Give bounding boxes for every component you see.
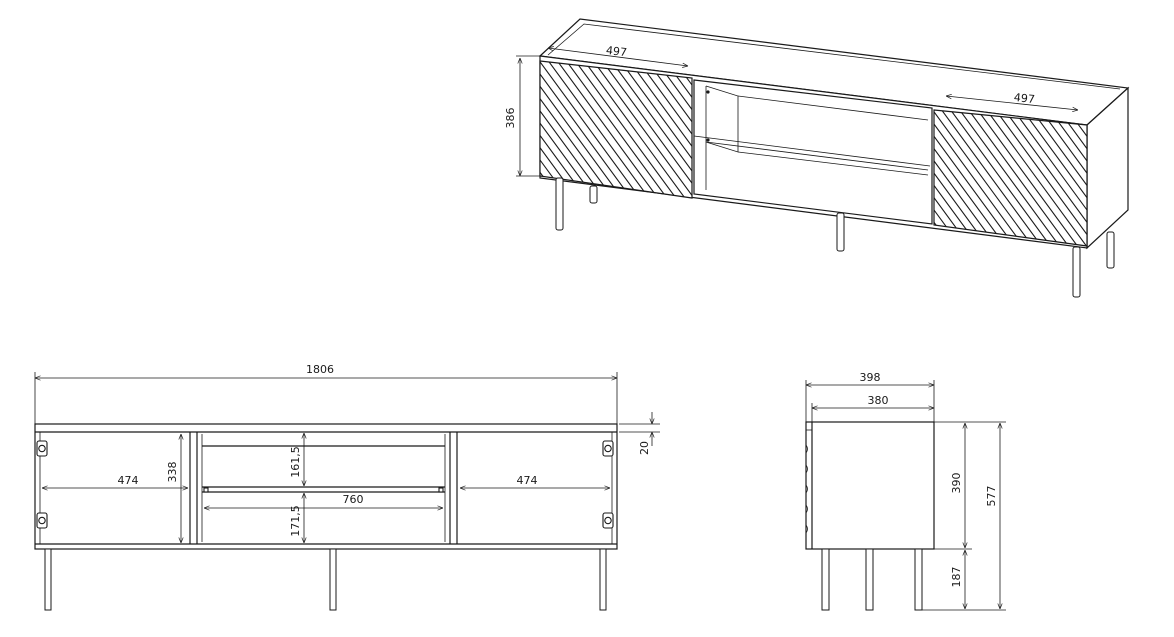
door-groove-line: [400, 55, 510, 205]
door-groove-line: [1018, 110, 1087, 246]
door-groove-line: [1036, 110, 1087, 246]
door-groove-line: [1000, 110, 1087, 246]
door-groove-line: [991, 110, 1087, 246]
door-groove-line: [1009, 110, 1087, 246]
door-groove-line: [934, 110, 995, 246]
door-groove-line: [669, 61, 692, 198]
front-overall-width-label: 1806: [306, 363, 334, 376]
door-groove-line: [540, 61, 619, 198]
side-depth-dimensions: [805, 380, 935, 422]
front-inner-height-label: 338: [166, 462, 179, 483]
side-overall-height-label: 577: [985, 486, 998, 507]
door-groove-line: [540, 61, 592, 198]
door-groove-line: [934, 110, 1013, 246]
side-legs: [821, 548, 923, 611]
door-groove-line: [540, 61, 601, 198]
door-groove-line: [973, 110, 1085, 246]
door-groove-line: [409, 55, 519, 205]
door-groove-line: [579, 61, 691, 198]
door-groove-line: [934, 110, 1004, 246]
door-groove-line: [946, 110, 1058, 246]
door-groove-line: [934, 110, 1022, 246]
hinge-icon: [602, 440, 614, 457]
door-groove-line: [633, 61, 692, 198]
iso-dimension-lines: [516, 48, 1078, 177]
door-groove-line: [418, 55, 528, 205]
front-hinges: [36, 440, 614, 529]
door-groove-line: [427, 55, 537, 205]
door-groove-line: [540, 61, 637, 198]
door-groove-line: [660, 61, 692, 198]
door-groove-line: [540, 61, 547, 198]
side-body-height-label: 390: [950, 473, 963, 494]
side-outer-depth-label: 398: [860, 371, 881, 384]
door-groove-line: [588, 61, 692, 198]
front-cabinet-body: [34, 423, 618, 550]
iso-door-width-left-label: 497: [605, 44, 627, 59]
hinge-icon: [36, 512, 48, 529]
side-cabinet-body: [805, 421, 935, 550]
door-groove-line: [540, 61, 646, 198]
door-groove-line: [615, 61, 692, 198]
hinge-icon: [36, 440, 48, 457]
front-top-thickness-dimension: [619, 412, 660, 446]
front-middle-width-label: 760: [343, 493, 364, 506]
door-groove-line: [540, 61, 628, 198]
front-inner-dimensions: [42, 433, 610, 543]
door-groove-line: [570, 61, 682, 198]
iso-left-door: [400, 55, 693, 205]
front-left-width-label: 474: [118, 474, 139, 487]
hinge-icon: [602, 512, 614, 529]
door-groove-line: [597, 61, 692, 198]
door-groove-line: [955, 110, 1067, 246]
isometric-view: 497 497 386: [400, 18, 1130, 298]
door-groove-line: [934, 110, 1040, 246]
door-groove-line: [624, 61, 692, 198]
door-groove-line: [540, 61, 556, 198]
door-groove-line: [1027, 110, 1087, 246]
iso-open-compartment: [693, 79, 933, 225]
side-height-dimensions: [922, 421, 1006, 611]
iso-door-width-right-label: 497: [1013, 91, 1035, 106]
front-shelf-lower-label: 171,5: [289, 505, 302, 537]
front-view: 1806 20: [34, 363, 660, 611]
iso-height-label: 386: [504, 108, 517, 129]
door-groove-line: [552, 61, 664, 198]
side-view: 398 380 390 187 577: [805, 371, 1006, 611]
door-groove-line: [1054, 110, 1087, 246]
door-groove-line: [606, 61, 692, 198]
front-overall-width-dimension: [34, 372, 618, 424]
door-groove-line: [651, 61, 692, 198]
side-inner-depth-label: 380: [868, 394, 889, 407]
door-groove-line: [937, 110, 1049, 246]
door-groove-line: [1045, 110, 1087, 246]
door-groove-line: [561, 61, 673, 198]
door-groove-line: [540, 61, 610, 198]
front-shelf-upper-label: 161,5: [289, 446, 302, 478]
iso-front-legs: [555, 177, 1081, 298]
front-legs: [44, 548, 607, 611]
door-groove-line: [642, 61, 692, 198]
door-groove-line: [1063, 110, 1087, 246]
door-groove-line: [543, 61, 655, 198]
door-groove-line: [964, 110, 1076, 246]
front-right-width-label: 474: [517, 474, 538, 487]
front-top-thickness-label: 20: [638, 441, 651, 455]
side-leg-height-label: 187: [950, 567, 963, 588]
door-groove-line: [934, 110, 1031, 246]
iso-rear-legs: [589, 185, 1115, 269]
door-groove-line: [982, 110, 1087, 246]
